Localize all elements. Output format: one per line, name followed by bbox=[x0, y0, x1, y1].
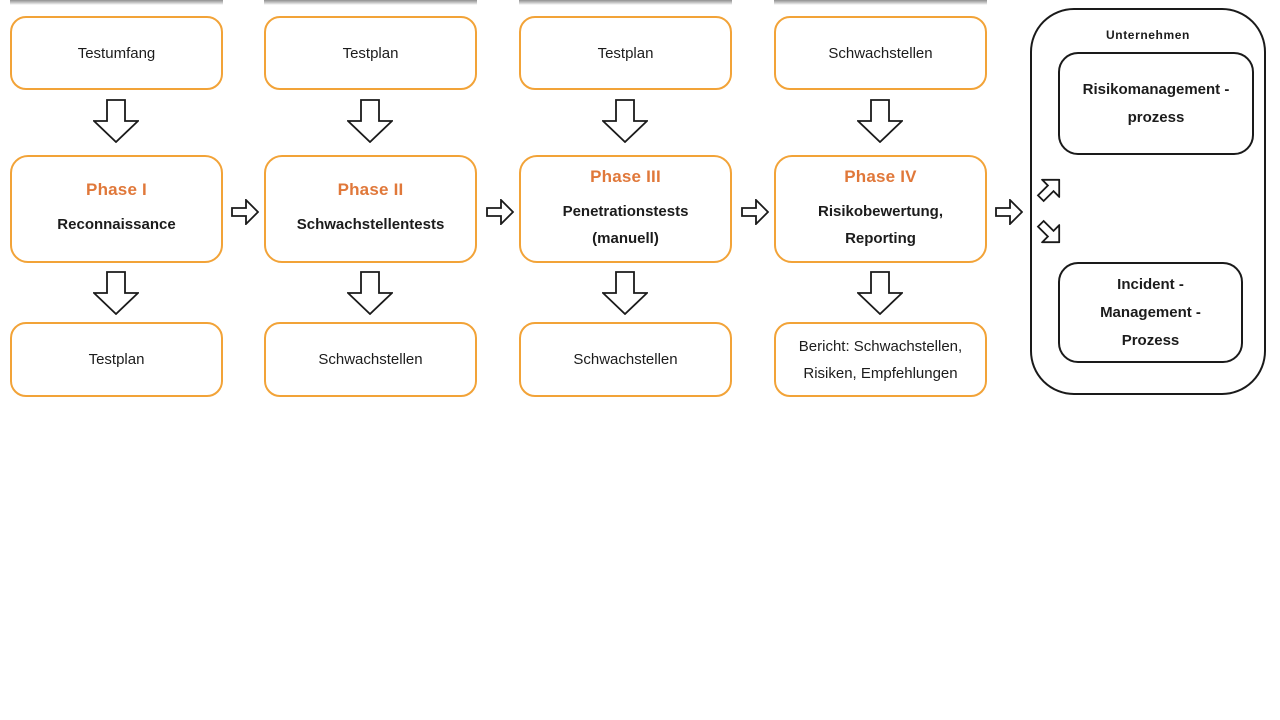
down-right-arrow-icon bbox=[1036, 219, 1061, 244]
down-arrow-icon bbox=[93, 99, 139, 143]
phase-title: Phase II bbox=[337, 180, 404, 199]
output-label: Risiken, Empfehlungen bbox=[803, 364, 958, 382]
right-arrow-icon bbox=[741, 199, 769, 225]
output-box-phase-3: Schwachstellen bbox=[519, 322, 732, 397]
risk-box-line: prozess bbox=[1127, 108, 1185, 126]
company-title: Unternehmen bbox=[1106, 28, 1190, 42]
cropped-shape-strip bbox=[774, 0, 987, 5]
input-label: Testumfang bbox=[77, 44, 156, 62]
input-box-phase-2: Testplan bbox=[264, 16, 477, 90]
phase-subtitle: Reporting bbox=[845, 229, 916, 247]
right-arrow-icon bbox=[995, 199, 1023, 225]
output-box-phase-4: Bericht: Schwachstellen, Risiken, Empfeh… bbox=[774, 322, 987, 397]
phase-subtitle: (manuell) bbox=[592, 229, 659, 247]
down-arrow-icon bbox=[602, 271, 648, 315]
input-box-phase-1: Testumfang bbox=[10, 16, 223, 90]
phase-subtitle: Penetrationstests bbox=[562, 202, 689, 220]
phase-subtitle: Reconnaissance bbox=[57, 216, 176, 233]
phase-3-box: Phase III Penetrationstests (manuell) bbox=[519, 155, 732, 263]
risk-box-line: Risikomanagement - bbox=[1082, 80, 1230, 98]
input-box-phase-4: Schwachstellen bbox=[774, 16, 987, 90]
phase-subtitle: Risikobewertung, bbox=[817, 202, 944, 220]
output-box-phase-1: Testplan bbox=[10, 322, 223, 397]
input-box-phase-3: Testplan bbox=[519, 16, 732, 90]
cropped-shape-strip bbox=[264, 0, 477, 5]
risk-management-process-box: Risikomanagement - prozess bbox=[1058, 52, 1254, 155]
down-arrow-icon bbox=[347, 99, 393, 143]
down-arrow-icon bbox=[347, 271, 393, 315]
phase-title: Phase IV bbox=[844, 166, 917, 186]
output-box-phase-2: Schwachstellen bbox=[264, 322, 477, 397]
output-label: Schwachstellen bbox=[318, 351, 423, 368]
phase-2-box: Phase II Schwachstellentests bbox=[264, 155, 477, 263]
input-label: Testplan bbox=[597, 44, 654, 62]
down-arrow-icon bbox=[602, 99, 648, 143]
phase-4-box: Phase IV Risikobewertung, Reporting bbox=[774, 155, 987, 263]
right-arrow-icon bbox=[486, 199, 514, 225]
cropped-shape-strip bbox=[10, 0, 223, 5]
phase-title: Phase I bbox=[86, 180, 147, 199]
down-arrow-icon bbox=[857, 271, 903, 315]
output-label: Schwachstellen bbox=[573, 351, 678, 368]
phase-title: Phase III bbox=[590, 166, 661, 186]
incident-box-line: Incident - bbox=[1117, 275, 1184, 293]
down-arrow-icon bbox=[857, 99, 903, 143]
incident-management-process-box: Incident - Management - Prozess bbox=[1058, 262, 1243, 363]
input-label: Testplan bbox=[342, 44, 399, 62]
phase-1-box: Phase I Reconnaissance bbox=[10, 155, 223, 263]
input-label: Schwachstellen bbox=[828, 44, 933, 62]
incident-box-line: Prozess bbox=[1121, 331, 1180, 349]
up-right-arrow-icon bbox=[1036, 178, 1061, 203]
output-label: Bericht: Schwachstellen, bbox=[798, 337, 963, 355]
down-arrow-icon bbox=[93, 271, 139, 315]
output-label: Testplan bbox=[88, 351, 145, 368]
right-arrow-icon bbox=[231, 199, 259, 225]
phase-subtitle: Schwachstellentests bbox=[296, 216, 445, 233]
incident-box-line: Management - bbox=[1100, 303, 1201, 321]
cropped-shape-strip bbox=[519, 0, 732, 5]
